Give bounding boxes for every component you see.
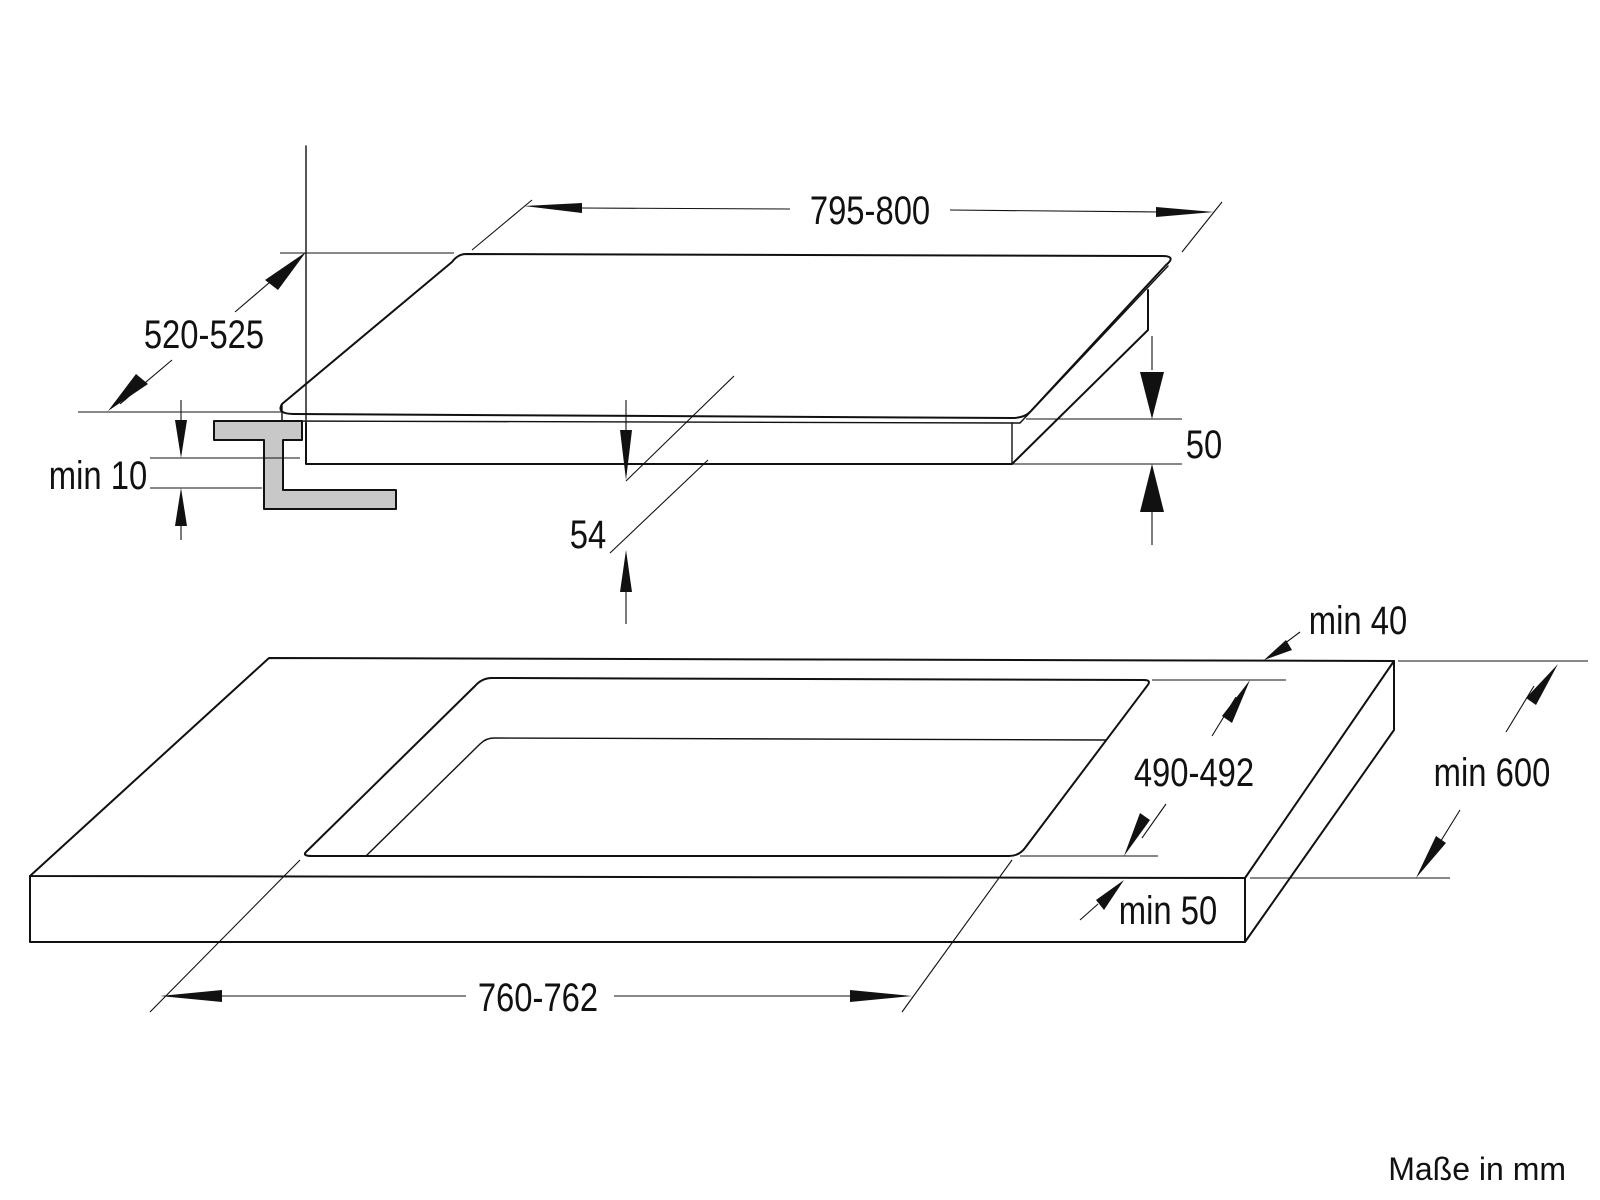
- units-note: Maße in mm: [1388, 1151, 1566, 1187]
- dim-hob-width: 795-800: [471, 188, 1223, 253]
- dim-min-front-label: min 50: [1119, 888, 1217, 933]
- dim-min-front: min 50: [1079, 880, 1217, 933]
- dim-cutout-width-label: 760-762: [478, 975, 598, 1020]
- worktop-drawing: [29, 657, 1395, 943]
- dim-cutout-depth-label: 490-492: [1134, 750, 1254, 795]
- dim-hob-width-label: 795-800: [810, 188, 930, 233]
- hob-glass-top: [279, 253, 1172, 419]
- dim-clearance-label: min 10: [49, 453, 147, 498]
- cutout-top-outline: [303, 677, 1150, 857]
- dim-hob-height-total-label: 54: [570, 512, 606, 557]
- cutout-inner-wall: [365, 737, 1107, 857]
- hob-drawing: [279, 145, 1172, 465]
- dim-hob-height-front-label: 50: [1186, 422, 1222, 467]
- mounting-bracket: [213, 420, 397, 510]
- dim-worktop-depth: min 600: [1250, 660, 1588, 879]
- dim-clearance: min 10: [49, 400, 300, 540]
- worktop-side-face: [1244, 660, 1395, 943]
- dim-min-back-label: min 40: [1309, 598, 1407, 643]
- dim-hob-height-front: 50: [1012, 336, 1222, 545]
- dim-hob-height-total: 54: [570, 375, 735, 624]
- dim-worktop-depth-label: min 600: [1434, 750, 1551, 795]
- worktop-front-face: [29, 875, 1246, 943]
- dim-hob-depth: 520-525: [78, 252, 454, 413]
- hob-glass-edge: [281, 265, 1169, 424]
- dim-hob-depth-label: 520-525: [144, 312, 264, 357]
- dim-cutout-width: 760-762: [149, 859, 1013, 1020]
- dim-cutout-depth: 490-492: [1020, 680, 1254, 857]
- hob-body: [305, 289, 1149, 465]
- dim-min-back: min 40: [1152, 598, 1407, 681]
